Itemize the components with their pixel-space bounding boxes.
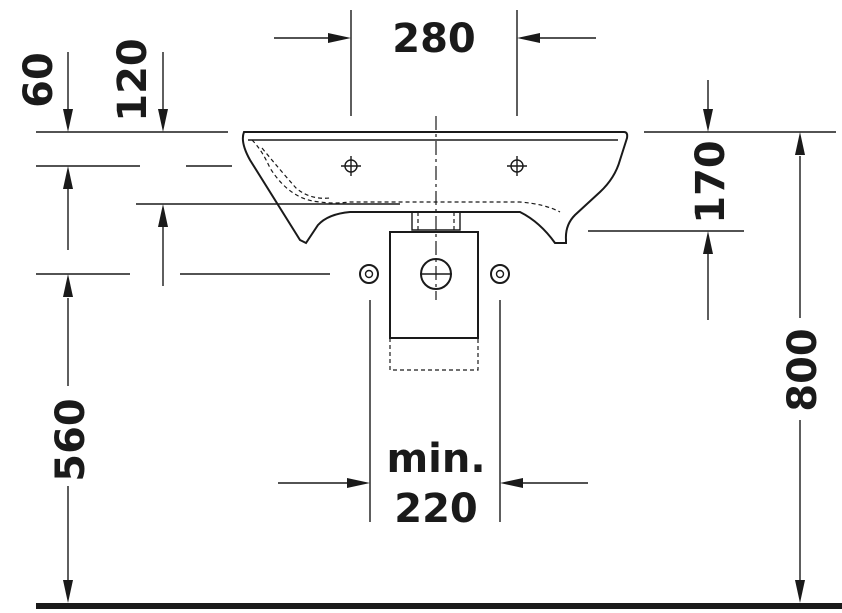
dimension-label-220: 220	[394, 486, 478, 532]
dimension-280: 280	[274, 16, 596, 62]
basin	[241, 131, 629, 245]
dimension-label-800: 800	[780, 328, 826, 412]
fixing-bolt-left	[359, 264, 379, 284]
dimension-60: 60	[16, 52, 73, 250]
dimension-560: 560	[48, 274, 94, 603]
dimension-label-560: 560	[48, 398, 94, 482]
dimension-800: 800	[780, 132, 826, 603]
dimension-170: 170	[688, 80, 734, 320]
dimension-120: 120	[110, 38, 168, 286]
dimension-label-60: 60	[16, 52, 62, 108]
floor-line	[36, 603, 842, 609]
dimension-label-min: min.	[386, 436, 485, 482]
dimension-label-280: 280	[392, 16, 476, 62]
dimension-min-220: min. 220	[278, 436, 588, 532]
siphon-cover	[389, 231, 479, 371]
dimension-label-120: 120	[110, 38, 156, 122]
dimension-label-170: 170	[688, 140, 734, 224]
fixing-bolt-right	[490, 264, 510, 284]
